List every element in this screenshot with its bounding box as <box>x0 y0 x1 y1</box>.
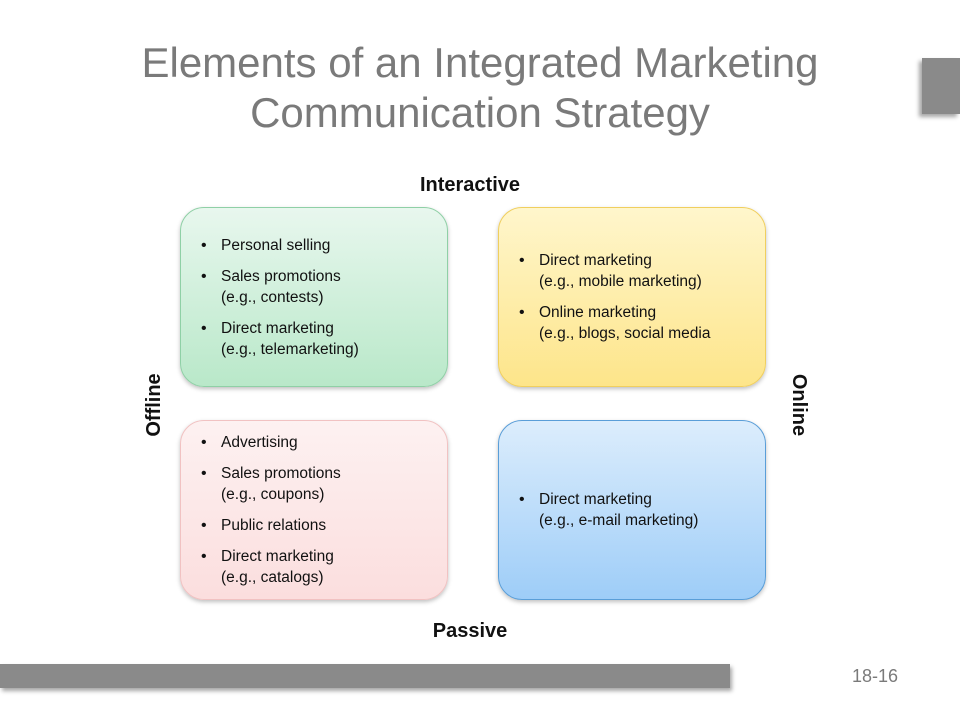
bullet-item: Direct marketing(e.g., telemarketing) <box>201 318 359 360</box>
slide-title-line-2: Communication Strategy <box>250 89 710 136</box>
slide-title: Elements of an Integrated Marketing Comm… <box>60 38 900 138</box>
quadrant-offline-passive: AdvertisingSales promotions(e.g., coupon… <box>180 420 448 600</box>
axis-label-offline: Offline <box>143 373 165 437</box>
bullet-item: Online marketing(e.g., blogs, social med… <box>519 302 711 344</box>
quadrant-online-interactive: Direct marketing(e.g., mobile marketing)… <box>498 207 766 387</box>
quadrant-list: Direct marketing(e.g., e-mail marketing) <box>499 489 698 531</box>
footer-bar-decoration <box>0 664 730 688</box>
bullet-item: Public relations <box>201 515 341 536</box>
slide-title-line-1: Elements of an Integrated Marketing <box>141 39 819 86</box>
bullet-item: Personal selling <box>201 235 359 256</box>
quadrant-offline-interactive: Personal sellingSales promotions(e.g., c… <box>180 207 448 387</box>
axis-label-passive: Passive <box>432 620 508 642</box>
bullet-item: Direct marketing(e.g., e-mail marketing) <box>519 489 698 531</box>
quadrant-online-passive: Direct marketing(e.g., e-mail marketing) <box>498 420 766 600</box>
corner-tab-decoration <box>922 58 960 114</box>
quadrant-list: AdvertisingSales promotions(e.g., coupon… <box>181 432 341 588</box>
bullet-item: Sales promotions(e.g., contests) <box>201 266 359 308</box>
page-number: 18-16 <box>852 666 899 686</box>
bullet-item: Sales promotions(e.g., coupons) <box>201 463 341 505</box>
quadrant-list: Direct marketing(e.g., mobile marketing)… <box>499 250 711 344</box>
axis-label-online: Online <box>788 373 810 437</box>
bullet-item: Direct marketing(e.g., mobile marketing) <box>519 250 710 292</box>
axis-label-interactive: Interactive <box>419 174 521 196</box>
quadrant-list: Personal sellingSales promotions(e.g., c… <box>181 235 359 360</box>
bullet-item: Advertising <box>201 432 341 453</box>
bullet-item: Direct marketing(e.g., catalogs) <box>201 546 341 588</box>
